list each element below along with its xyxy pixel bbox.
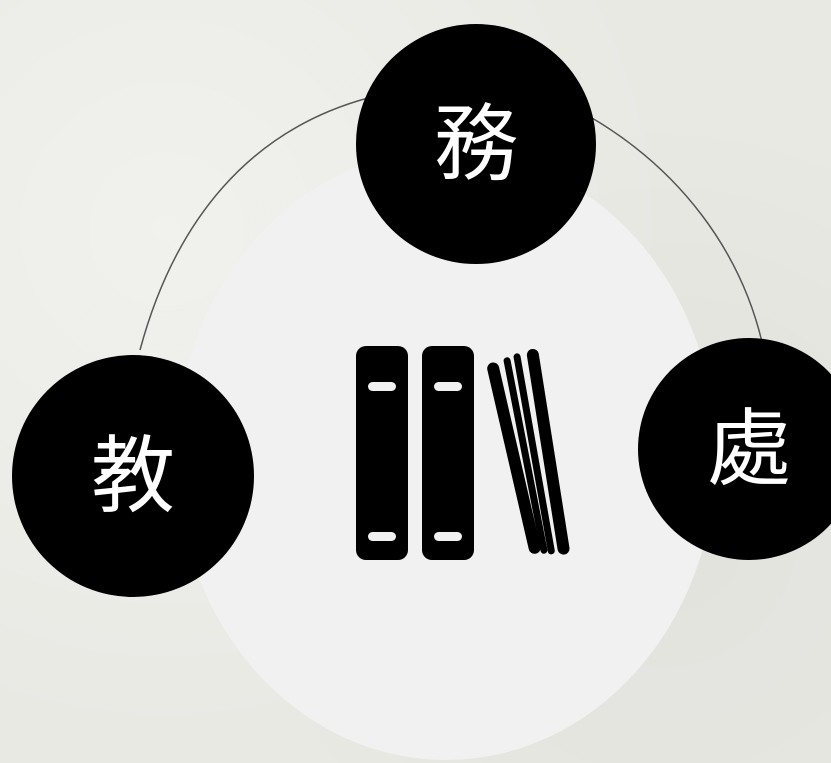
books-icon [356, 346, 570, 560]
node-right-label: 處 [706, 400, 791, 498]
node-top-label: 務 [433, 95, 518, 193]
node-top: 務 [356, 24, 596, 264]
node-left: 教 [12, 355, 254, 597]
node-right: 處 [638, 338, 831, 560]
node-left-label: 教 [90, 427, 175, 525]
